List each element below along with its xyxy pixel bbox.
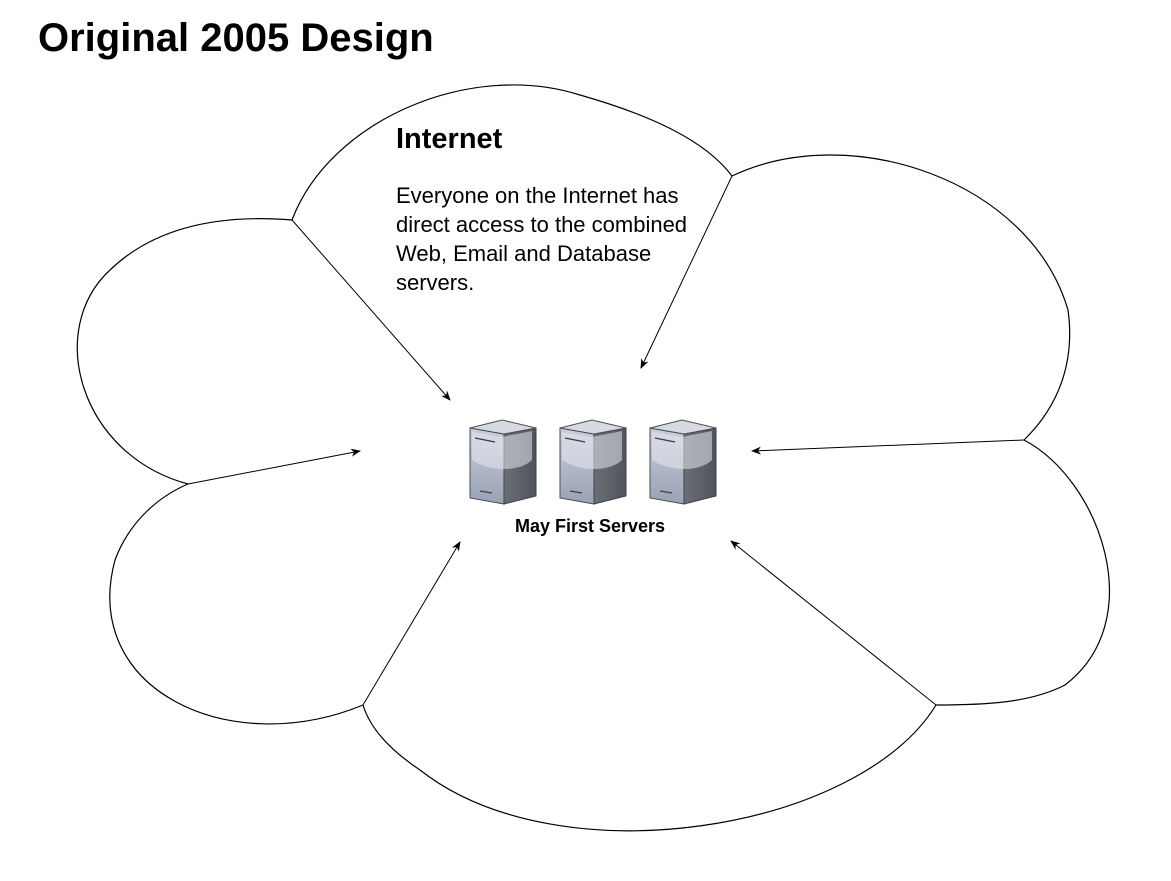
arrow-left <box>187 448 361 485</box>
arrow-bottom-right <box>730 540 937 706</box>
server-tower-icon <box>559 419 627 505</box>
server-tower-icon <box>649 419 717 505</box>
page-title: Original 2005 Design <box>38 16 434 60</box>
internet-cloud-title: Internet <box>396 123 503 155</box>
server-tower-icon <box>469 419 537 505</box>
arrow-right <box>751 439 1025 455</box>
servers-label: May First Servers <box>514 516 666 536</box>
arrow-bottom-left <box>362 541 461 706</box>
internet-cloud-description: Everyone on the Internet has direct acce… <box>396 183 688 295</box>
server-group <box>469 419 717 505</box>
internet-cloud-shape <box>76 84 1111 832</box>
arrow-top-right <box>640 175 733 369</box>
arrow-top-left <box>291 219 451 401</box>
